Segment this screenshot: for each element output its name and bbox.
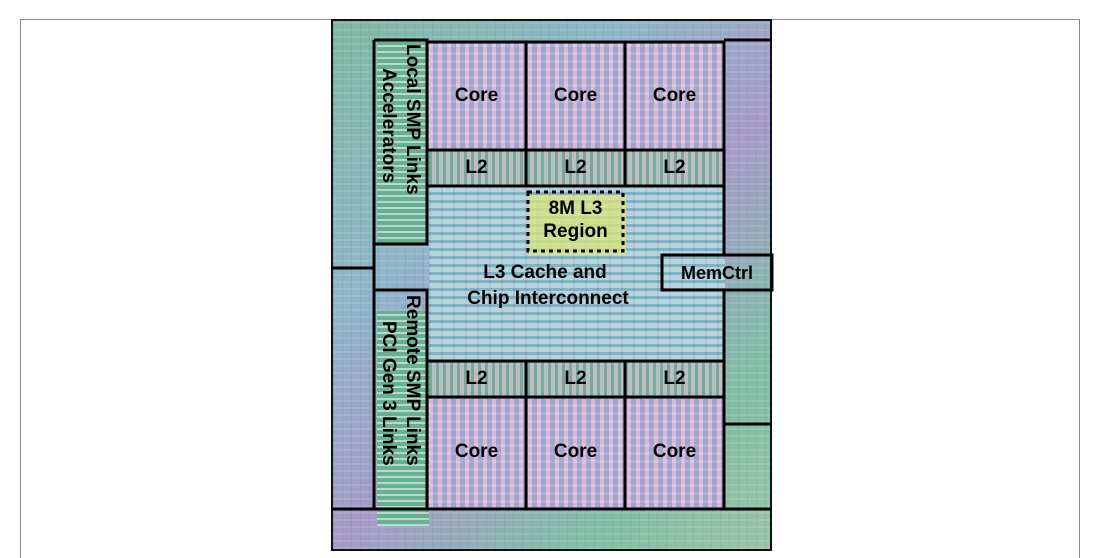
l2-top-1-label: L2 — [465, 157, 488, 178]
core-bottom-1-area — [429, 399, 528, 511]
core-top-1-label: Core — [454, 85, 499, 106]
chip-die-photo — [331, 19, 772, 551]
local-smp-links-label: Local SMP Links — [402, 44, 423, 195]
left-io-strip-bottom — [377, 311, 429, 526]
core-bottom-2-label: Core — [553, 441, 598, 462]
core-bottom-3-label: Core — [652, 441, 697, 462]
core-bottom-3-area — [627, 399, 725, 511]
l3-region-label-line1: 8M L3 — [548, 198, 603, 219]
core-top-2-area — [528, 43, 627, 151]
pci-gen3-links-label: PCI Gen 3 Links — [378, 321, 399, 466]
core-bottom-1-label: Core — [454, 441, 499, 462]
l2-top-area — [429, 151, 725, 187]
left-io-strip-top — [377, 39, 429, 245]
core-top-3-area — [627, 43, 725, 151]
core-top-1-area — [429, 43, 528, 151]
l2-bottom-area — [429, 363, 725, 399]
l2-top-3-label: L2 — [663, 157, 686, 178]
l2-bottom-1-label: L2 — [465, 368, 488, 389]
remote-smp-links-label: Remote SMP Links — [402, 295, 423, 466]
l3-cache-label-line2: Chip Interconnect — [467, 288, 629, 309]
core-bottom-2-area — [528, 399, 627, 511]
core-top-3-label: Core — [652, 85, 697, 106]
core-top-2-label: Core — [553, 85, 598, 106]
l2-top-2-label: L2 — [564, 157, 587, 178]
l2-bottom-3-label: L2 — [663, 368, 686, 389]
l3-region-label-line2: Region — [543, 221, 608, 242]
l3-cache-label-line1: L3 Cache and — [483, 262, 607, 283]
accelerators-label: Accelerators — [378, 68, 399, 184]
l3-region-area — [529, 195, 626, 255]
memctrl-label: MemCtrl — [680, 263, 753, 283]
l2-bottom-2-label: L2 — [564, 368, 587, 389]
